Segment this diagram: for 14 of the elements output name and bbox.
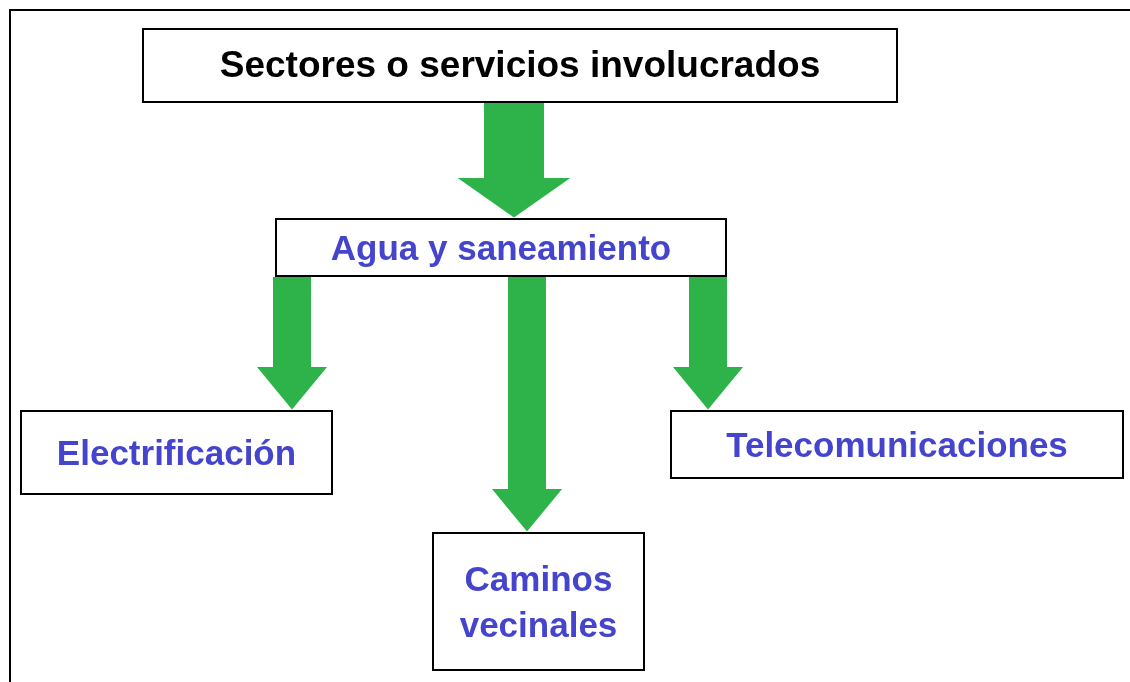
sector-box xyxy=(20,410,333,495)
block-arrow xyxy=(672,277,744,410)
block-arrow xyxy=(491,277,563,532)
sector-label: Telecomunicaciones xyxy=(726,423,1068,466)
sector-box xyxy=(670,410,1124,479)
sector-label: Electrificación xyxy=(56,431,297,474)
block-arrow xyxy=(256,277,328,410)
title-box xyxy=(142,28,898,103)
sector-label: Agua y saneamiento xyxy=(330,226,672,269)
sector-box xyxy=(275,218,727,277)
title-text: Sectores o servicios involucrados xyxy=(219,43,821,88)
block-arrow xyxy=(457,103,571,218)
sector-box xyxy=(432,532,645,671)
sector-label: Caminos vecinales xyxy=(458,558,619,646)
